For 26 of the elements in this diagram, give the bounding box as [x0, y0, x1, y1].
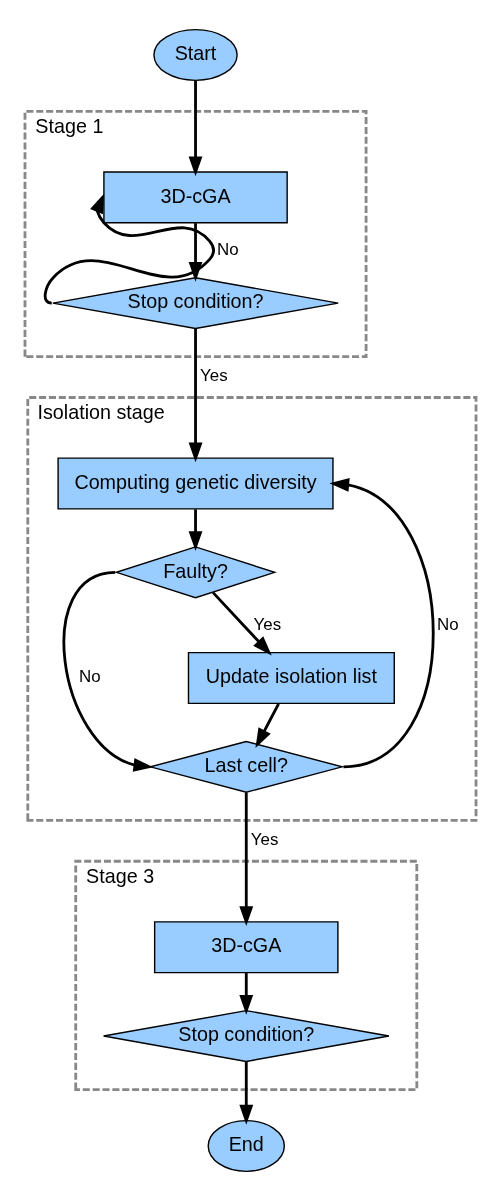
node-ellipse: End [207, 1119, 286, 1173]
edge-label: No [217, 239, 239, 259]
edge-label: Yes [253, 614, 282, 634]
arrow [239, 973, 254, 1015]
edge-label: Yes [200, 366, 228, 386]
arrow [239, 792, 254, 927]
edge-label: Yes [250, 830, 279, 850]
node-box: Update isolation list [187, 651, 395, 705]
node-diamond: Stop condition? [52, 277, 339, 330]
node-box: 3D-cGA [153, 921, 339, 974]
arrow [43, 193, 215, 305]
arrow [188, 328, 203, 463]
edge-label: No [437, 614, 459, 634]
arrow [239, 1061, 254, 1125]
node-diamond: Stop condition? [102, 1009, 390, 1063]
arrow [255, 703, 280, 748]
arrow [188, 80, 203, 177]
node-diamond: Faulty? [114, 546, 277, 599]
arrow [62, 570, 154, 772]
edge-label: No [79, 667, 101, 687]
node-ellipse: Start [153, 28, 238, 82]
arrow [329, 478, 435, 769]
node-box: Computing genetic diversity [57, 457, 334, 510]
node-box: 3D-cGA [103, 171, 288, 224]
arrow [212, 591, 272, 656]
arrow [188, 509, 203, 551]
